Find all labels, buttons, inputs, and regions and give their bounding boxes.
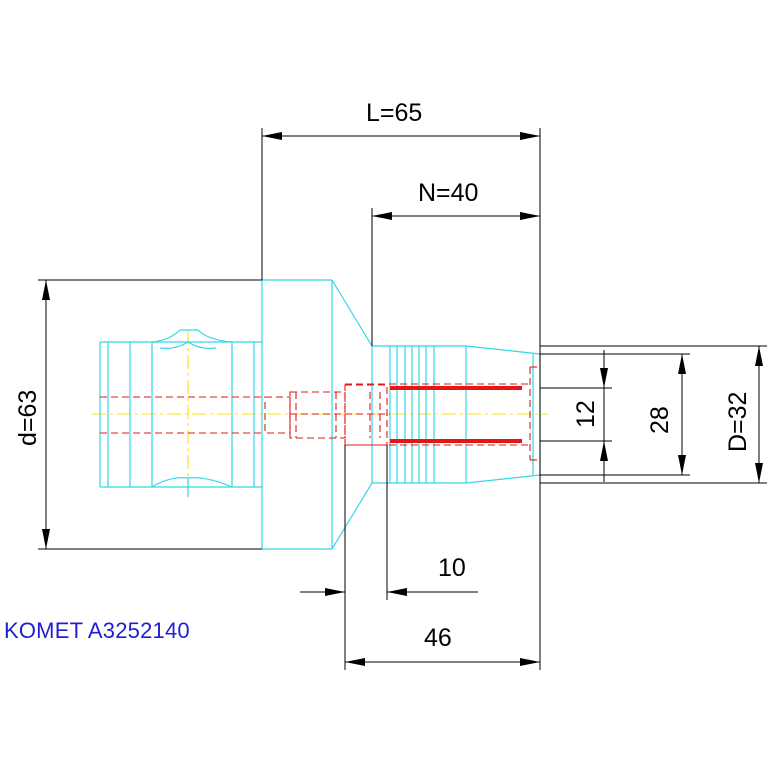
part-outline bbox=[99, 279, 541, 550]
dim-L: L=65 bbox=[366, 99, 422, 127]
part-number-caption: KOMET A3252140 bbox=[4, 618, 190, 643]
centerline bbox=[92, 330, 548, 498]
dim-d: d=63 bbox=[14, 390, 42, 446]
dim-12: 12 bbox=[572, 400, 600, 428]
dimension-lines bbox=[38, 128, 767, 670]
dim-46: 46 bbox=[424, 624, 452, 652]
hidden-bore bbox=[100, 366, 540, 461]
dim-10: 10 bbox=[438, 554, 466, 582]
dim-N: N=40 bbox=[418, 179, 478, 207]
dim-28: 28 bbox=[646, 406, 674, 434]
collet-lines bbox=[390, 386, 522, 443]
dim-D: D=32 bbox=[724, 392, 752, 452]
